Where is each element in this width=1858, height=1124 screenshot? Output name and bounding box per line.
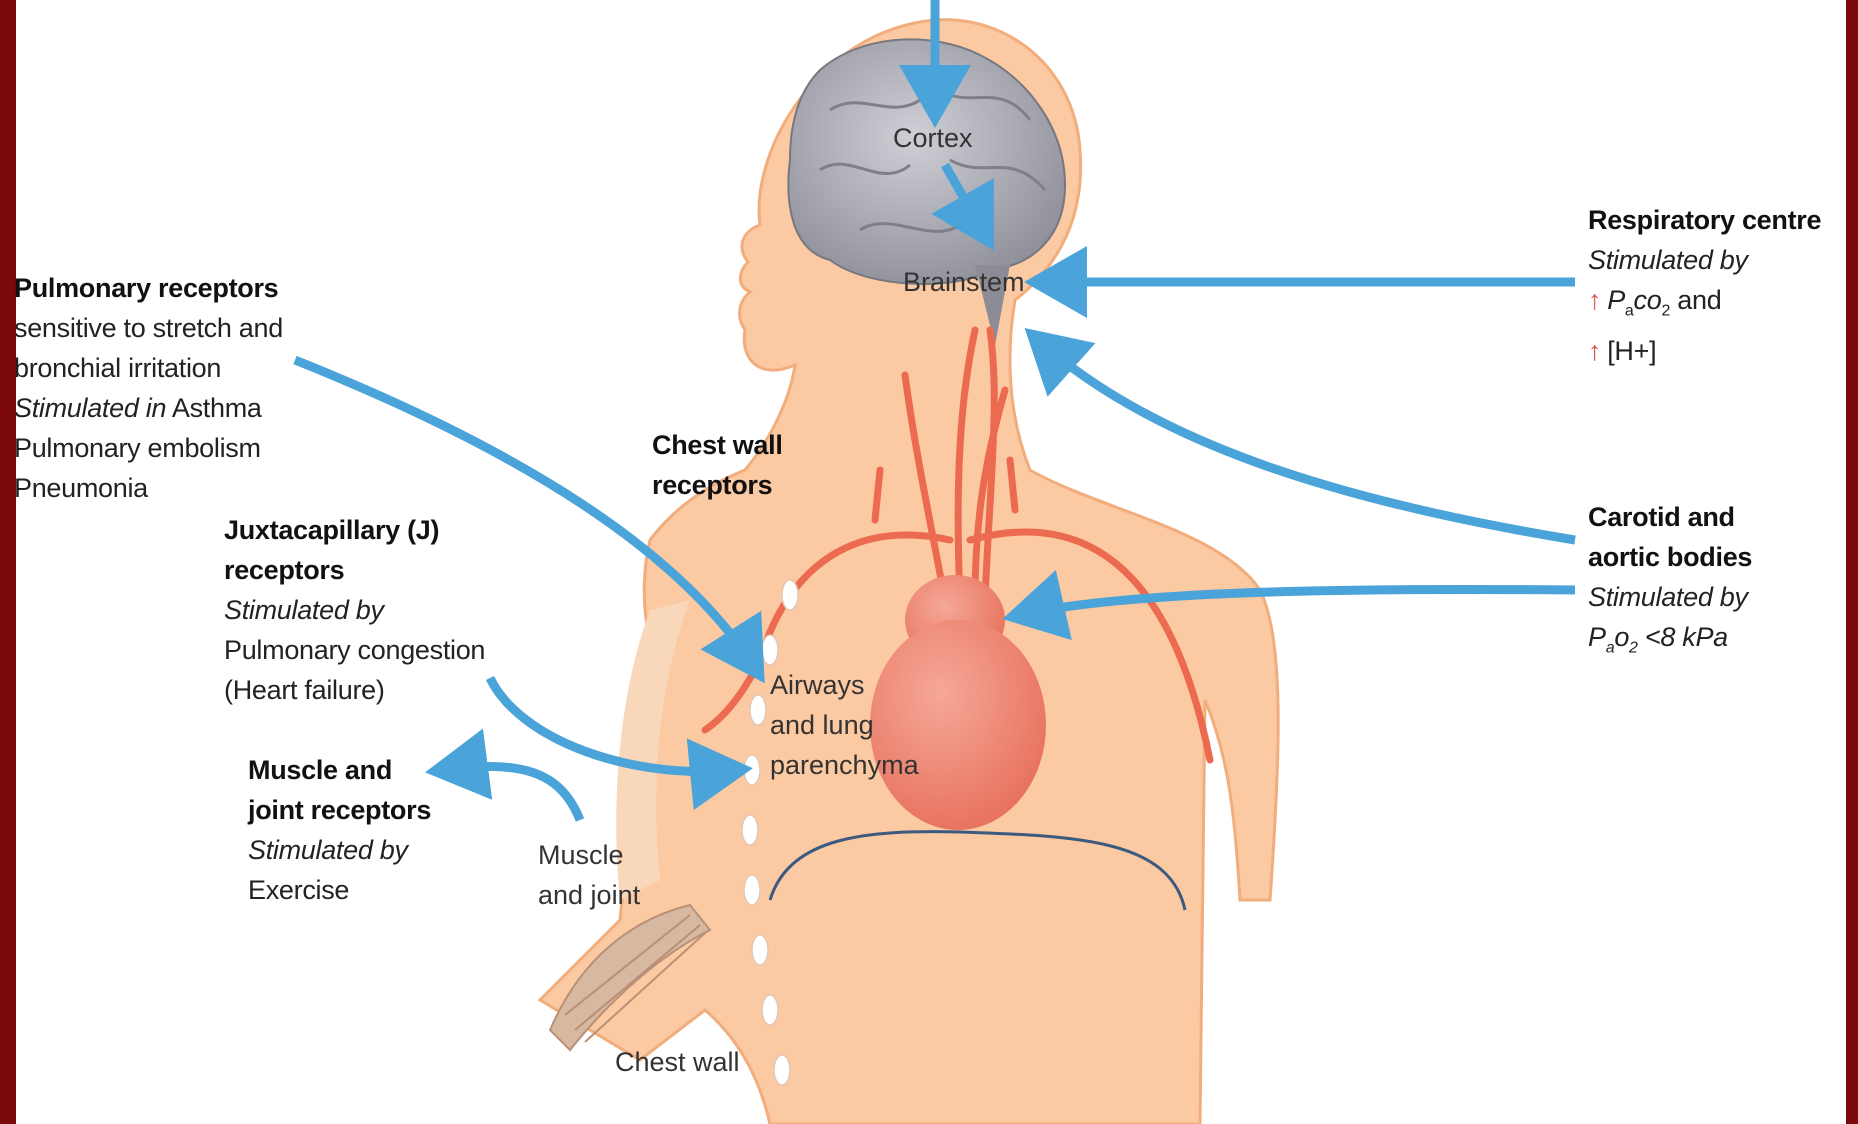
airways-line-2: and lung xyxy=(770,705,919,745)
increase-arrow-icon: ↑ xyxy=(1588,285,1601,315)
chest-wall-receptors-label: Chest wall receptors xyxy=(652,425,783,505)
right-border xyxy=(1846,0,1858,1124)
brainstem-label: Brainstem xyxy=(903,262,1025,302)
muscle-organ-line-1: Muscle xyxy=(538,835,640,875)
cortex-label: Cortex xyxy=(893,118,973,158)
pulmonary-line-3-italic: Stimulated in xyxy=(14,393,166,423)
pulmonary-line-3-rest: Asthma xyxy=(166,393,261,423)
chest-wall-receptors-line-1: Chest wall xyxy=(652,425,783,465)
pulmonary-line-4: Pulmonary embolism xyxy=(14,428,283,468)
muscle-joint-line-3: Stimulated by xyxy=(248,830,431,870)
respiratory-centre-line-2: ↑Paco2 and xyxy=(1588,280,1821,331)
pulmonary-line-1: sensitive to stretch and xyxy=(14,308,283,348)
juxtacapillary-line-3: Stimulated by xyxy=(224,590,485,630)
carotid-line-3: Stimulated by xyxy=(1588,577,1752,617)
juxtacapillary-line-1: Juxtacapillary (J) xyxy=(224,510,485,550)
left-border xyxy=(0,0,16,1124)
carotid-line-4: Pao2 <8 kPa xyxy=(1588,617,1752,668)
carotid-line-1: Carotid and xyxy=(1588,497,1752,537)
chest-wall-organ-label: Chest wall xyxy=(615,1042,740,1082)
respiratory-centre-line-3: ↑[H+] xyxy=(1588,331,1821,371)
pulmonary-line-5: Pneumonia xyxy=(14,468,283,508)
muscle-joint-line-2: joint receptors xyxy=(248,790,431,830)
arrow-muscle xyxy=(443,767,580,820)
respiratory-centre-label: Respiratory centre Stimulated by ↑Paco2 … xyxy=(1588,200,1821,371)
muscle-joint-line-4: Exercise xyxy=(248,870,431,910)
increase-arrow-icon: ↑ xyxy=(1588,336,1601,366)
pulmonary-title: Pulmonary receptors xyxy=(14,268,283,308)
pulmonary-line-2: bronchial irritation xyxy=(14,348,283,388)
chest-wall-receptors-line-2: receptors xyxy=(652,465,783,505)
juxtacapillary-line-4: Pulmonary congestion xyxy=(224,630,485,670)
carotid-line-2: aortic bodies xyxy=(1588,537,1752,577)
juxtacapillary-line-2: receptors xyxy=(224,550,485,590)
airways-line-3: parenchyma xyxy=(770,745,919,785)
respiratory-centre-line-1: Stimulated by xyxy=(1588,240,1821,280)
airways-line-1: Airways xyxy=(770,665,919,705)
muscle-joint-line-1: Muscle and xyxy=(248,750,431,790)
airways-label: Airways and lung parenchyma xyxy=(770,665,919,785)
respiratory-centre-title: Respiratory centre xyxy=(1588,200,1821,240)
carotid-aortic-label: Carotid and aortic bodies Stimulated by … xyxy=(1588,497,1752,668)
muscle-joint-organ-label: Muscle and joint xyxy=(538,835,640,915)
pulmonary-line-3: Stimulated in Asthma xyxy=(14,388,283,428)
pulmonary-receptors-label: Pulmonary receptors sensitive to stretch… xyxy=(14,268,283,508)
muscle-organ-line-2: and joint xyxy=(538,875,640,915)
juxtacapillary-label: Juxtacapillary (J) receptors Stimulated … xyxy=(224,510,485,710)
juxtacapillary-line-5: (Heart failure) xyxy=(224,670,485,710)
muscle-joint-receptors-label: Muscle and joint receptors Stimulated by… xyxy=(248,750,431,910)
